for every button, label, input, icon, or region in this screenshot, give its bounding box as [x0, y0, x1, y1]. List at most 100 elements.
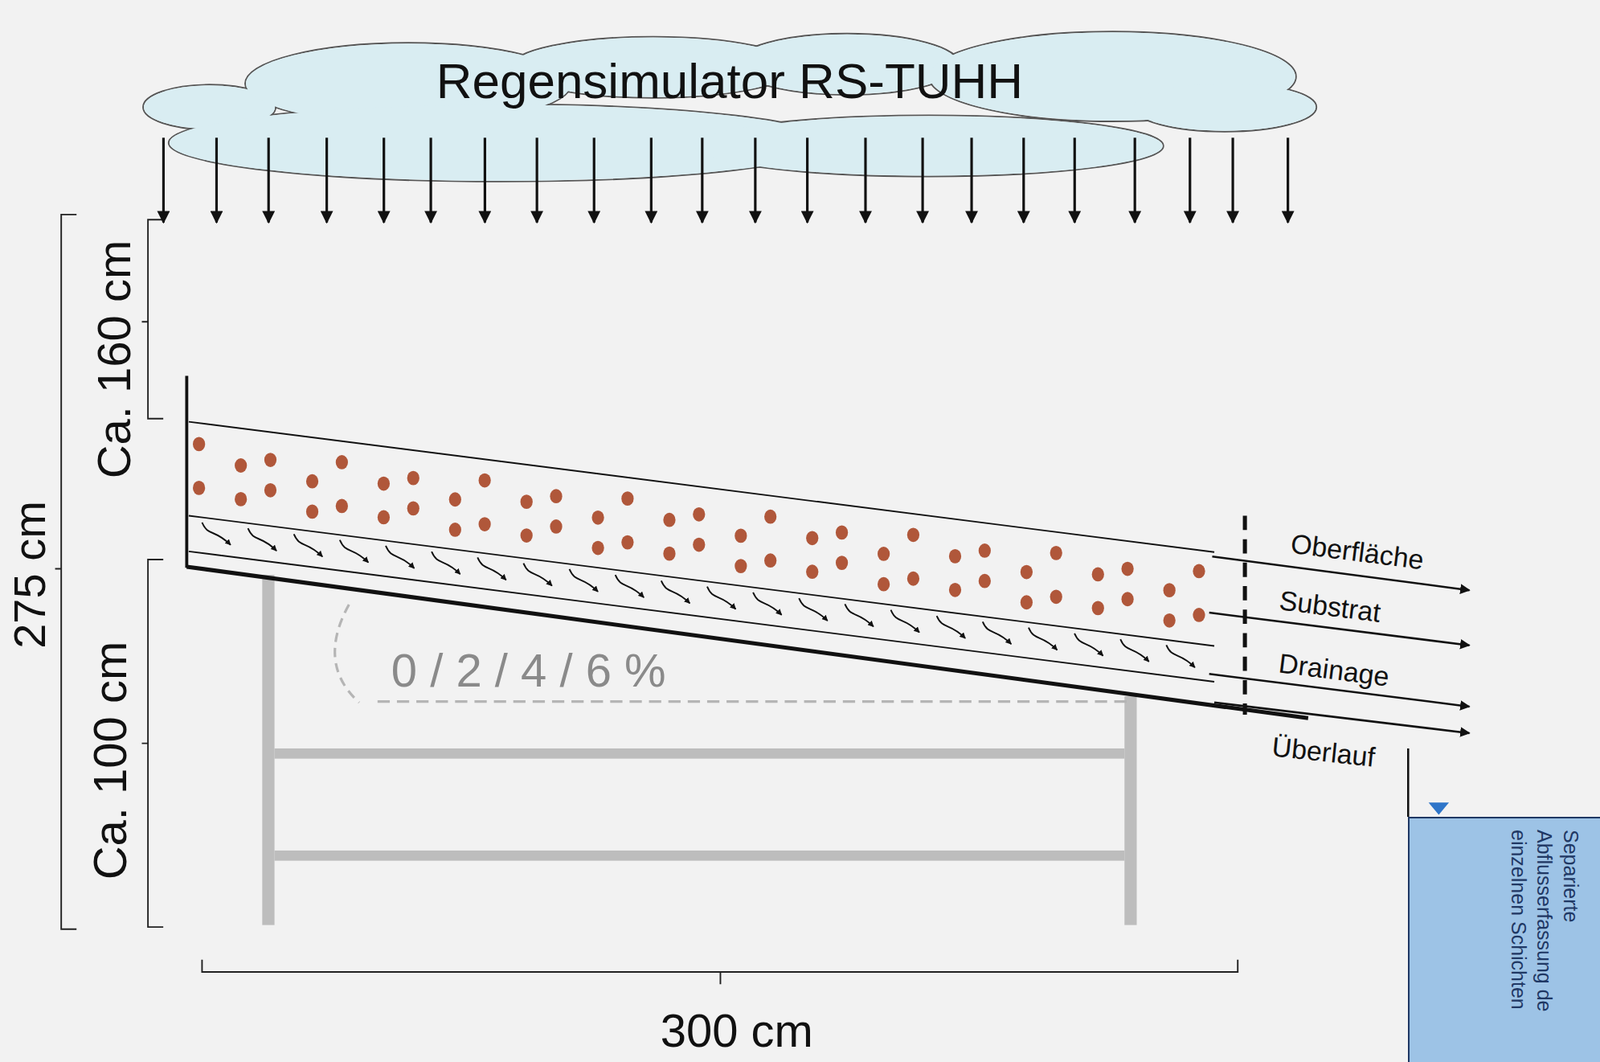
water-level-mark — [1428, 802, 1449, 815]
dimension-label: 275 cm — [7, 500, 53, 649]
substrate-grain — [306, 474, 319, 489]
drainage-flow-arrow — [752, 592, 782, 615]
drainage-flow-arrow — [891, 609, 921, 633]
substrate-grain — [549, 488, 562, 504]
dimension-label: Ca. 100 cm — [86, 641, 134, 880]
drainage-flow-arrow — [477, 556, 507, 580]
substrate-grain — [192, 480, 205, 496]
substrate-grain — [549, 519, 562, 534]
rain-arrow — [969, 137, 973, 222]
substrate-grain — [877, 576, 890, 592]
substrate-grain — [520, 527, 533, 543]
substrate-grain — [1092, 567, 1105, 582]
substrate-grain — [478, 516, 492, 532]
rain-arrow — [1231, 137, 1234, 222]
rain-arrow — [483, 137, 487, 222]
substrate-grain — [1192, 607, 1205, 622]
drainage-flow-arrow — [1028, 627, 1058, 651]
surface-line — [188, 421, 1215, 553]
substrate-grain — [949, 548, 962, 564]
dimension-bracket — [201, 959, 1238, 984]
substrate-grain — [449, 491, 462, 507]
substrate-grain — [407, 500, 420, 516]
substrate-grain — [734, 558, 747, 573]
rain-arrow — [162, 137, 165, 222]
substrate-grain — [1050, 589, 1063, 604]
substrate-grain — [377, 476, 390, 492]
rain-arrow — [535, 137, 538, 222]
slope-label: 0 / 2 / 4 / 6 % — [391, 646, 667, 694]
substrate-grain — [662, 546, 676, 561]
outflow-arrow — [1214, 702, 1470, 733]
substrate-grain — [806, 530, 819, 545]
drainage-flow-arrow — [569, 568, 599, 592]
drainage-flow-arrow — [844, 603, 874, 627]
rain-arrow — [920, 137, 924, 222]
rain-simulator-cloud: Regensimulator RS-TUHH — [143, 30, 1317, 200]
rain-arrow — [1072, 137, 1076, 222]
substrate-grain — [692, 507, 705, 522]
substrate-grain — [264, 482, 277, 498]
substrate-grain — [407, 470, 420, 486]
stand-bar — [274, 748, 1126, 759]
substrate-grain — [764, 552, 777, 568]
substrate-grain — [335, 499, 348, 514]
rain-arrow — [266, 137, 270, 222]
tank-wall — [1407, 748, 1410, 817]
substrate-grain — [1163, 582, 1176, 598]
outlet-divider — [1243, 515, 1248, 715]
side-wall — [184, 375, 189, 568]
substrate-grain — [877, 546, 890, 561]
drainage-flow-arrow — [523, 563, 553, 586]
stand-leg — [1124, 695, 1137, 925]
cloud-fill — [1133, 83, 1316, 131]
rain-arrow — [382, 137, 385, 222]
dimension-bracket — [141, 219, 164, 419]
collection-tank: Separierte Abflusserfassung de einzelnen… — [1407, 816, 1600, 1062]
substrate-grain — [1020, 594, 1033, 610]
drainage-flow-arrow — [615, 574, 645, 598]
rain-arrow — [1286, 137, 1290, 222]
substrate-grain — [306, 503, 319, 519]
rain-arrow — [1188, 137, 1191, 222]
substrate-grain — [978, 543, 991, 558]
dimension-label: 300 cm — [660, 1006, 814, 1054]
base-plate — [186, 566, 1308, 718]
layer-label: Überlauf — [1270, 732, 1376, 770]
tank-note: Separierte Abflusserfassung de einzelnen… — [1505, 829, 1584, 1035]
drainage-flow-arrow — [1166, 644, 1195, 668]
rain-arrow — [1022, 137, 1025, 222]
substrate-grain — [335, 454, 348, 470]
substrate-grain — [1163, 613, 1176, 628]
substrate-grain — [692, 537, 705, 553]
stand-bar — [274, 850, 1126, 861]
substrate-grain — [764, 509, 777, 524]
substrate-grain — [734, 528, 747, 544]
layer-label: Oberfläche — [1289, 528, 1425, 573]
rain-arrow — [592, 137, 595, 222]
drainage-flow-arrow — [294, 533, 324, 557]
substrate-grain — [478, 473, 492, 488]
substrate-grain — [234, 491, 247, 507]
substrate-grain — [949, 582, 962, 598]
simulator-title: Regensimulator RS-TUHH — [436, 53, 1024, 109]
rain-arrow — [650, 137, 653, 222]
substrate-grain — [978, 573, 991, 589]
substrate-grain — [591, 510, 604, 525]
substrate-grain — [520, 494, 533, 509]
rain-arrow — [429, 137, 432, 222]
slope-arc — [335, 604, 360, 703]
stand-leg — [261, 574, 275, 925]
layer-label: Substrat — [1277, 585, 1383, 627]
substrate-grain — [907, 527, 920, 542]
rain-arrow — [806, 137, 809, 222]
substrate-grain — [621, 491, 634, 506]
rain-arrow — [1133, 137, 1136, 222]
substrate-grain — [377, 510, 390, 525]
drainage-flow-arrow — [339, 540, 369, 563]
substrate-grain — [1192, 564, 1205, 579]
dimension-bracket — [55, 214, 78, 929]
drainage-flow-arrow — [798, 597, 828, 621]
substrate-grain — [621, 535, 634, 550]
